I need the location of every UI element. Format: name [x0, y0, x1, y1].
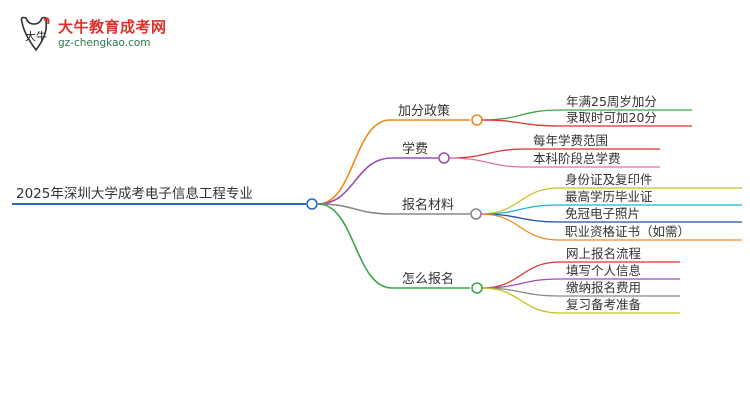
bull-logo-icon: 大牛 [20, 16, 50, 52]
branch-3-label[interactable]: 报名材料 [402, 197, 454, 213]
mind-map-edges [12, 109, 742, 314]
branch-4-child-4-label[interactable]: 复习备考准备 [566, 297, 642, 312]
branch-4-connector [317, 203, 393, 289]
branch-3-child-3-label[interactable]: 免冠电子照片 [565, 206, 640, 221]
branch-2-label[interactable]: 学费 [402, 141, 428, 157]
logo-title: 大牛教育成考网 [58, 18, 167, 36]
branch-3-connector [317, 203, 393, 215]
branch-2-child-2-label[interactable]: 本科阶段总学费 [533, 151, 621, 166]
branch-3-child-1-label[interactable]: 身份证及复印件 [565, 172, 653, 187]
branch-1-label[interactable]: 加分政策 [398, 103, 450, 119]
branch-4-child-3-label[interactable]: 缴纳报名费用 [566, 280, 641, 295]
branch-2-node-dot [438, 152, 450, 164]
branch-4-child-1-label[interactable]: 网上报名流程 [566, 246, 642, 261]
branch-4-label[interactable]: 怎么报名 [402, 271, 454, 287]
branch-3-child-2-label[interactable]: 最高学历毕业证 [565, 189, 653, 204]
logo-mark-text: 大牛 [25, 29, 47, 43]
branch-1-child-2-label[interactable]: 录取时可加20分 [566, 110, 657, 125]
branch-3-child-4-label[interactable]: 职业资格证书（如需） [565, 224, 690, 239]
branch-1-node-dot [471, 114, 483, 126]
branch-4-child-2-label[interactable]: 填写个人信息 [566, 263, 641, 278]
branch-4-node-dot [471, 282, 483, 294]
branch-3-node-dot [470, 208, 482, 220]
branch-4-child-4-connector [481, 287, 561, 314]
branch-2-child-1-label[interactable]: 每年学费范围 [533, 133, 608, 148]
mind-map-nodes: 2025年深圳大学成考电子信息工程专业 加分政策 年满25周岁加分录取时可加20分学… [16, 94, 690, 312]
logo-url: gz-chengkao.com [58, 37, 151, 49]
branch-2-connector [317, 157, 393, 205]
branch-2-child-1-connector [448, 148, 528, 159]
branch-1-connector [317, 119, 391, 205]
branch-2-child-2-connector [448, 157, 528, 168]
branch-1-child-2-connector [481, 119, 561, 127]
branch-1-child-1-label[interactable]: 年满25周岁加分 [566, 94, 657, 109]
root-node-dot [306, 198, 318, 210]
site-logo[interactable]: 大牛 大牛教育成考网 gz-chengkao.com [18, 14, 168, 58]
branch-1-child-1-connector [481, 109, 561, 121]
root-topic[interactable]: 2025年深圳大学成考电子信息工程专业 [16, 185, 253, 202]
branch-3-child-4-connector [480, 213, 560, 241]
